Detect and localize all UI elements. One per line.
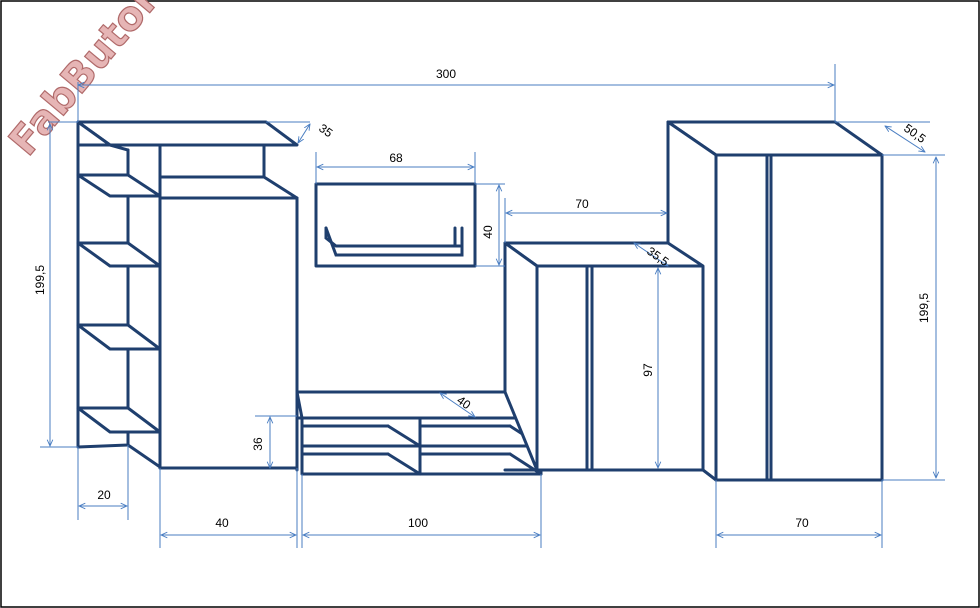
dim-column-width: 40 bbox=[215, 516, 229, 530]
middle-cabinet bbox=[503, 241, 705, 472]
left-shelf-unit bbox=[76, 120, 299, 470]
dim-gap-width: 70 bbox=[575, 197, 589, 211]
tall-column bbox=[158, 196, 299, 470]
dim-right-depth: 50,5 bbox=[901, 121, 928, 146]
left-post bbox=[76, 120, 130, 449]
dim-wardrobe-width: 70 bbox=[795, 516, 809, 530]
dim-top-shelf-depth: 35 bbox=[316, 121, 335, 140]
top-board bbox=[76, 120, 299, 147]
dim-left-height: 199,5 bbox=[33, 265, 47, 295]
dim-tv-unit-width: 100 bbox=[408, 516, 428, 530]
compartment-shelf bbox=[158, 175, 299, 200]
dim-wall-shelf-height: 40 bbox=[481, 225, 495, 239]
dim-tv-unit-height: 36 bbox=[251, 437, 265, 451]
dim-shelf-width: 20 bbox=[97, 488, 111, 502]
wall-shelf bbox=[314, 182, 477, 268]
dimension-lines bbox=[40, 64, 945, 548]
dim-right-height: 199,5 bbox=[917, 293, 931, 323]
tv-unit bbox=[295, 390, 543, 476]
dim-mid-cabinet-height: 97 bbox=[641, 363, 655, 377]
upper-compartment bbox=[158, 143, 266, 179]
dim-overall-width: 300 bbox=[436, 67, 456, 81]
dim-wall-shelf-width: 68 bbox=[389, 151, 403, 165]
